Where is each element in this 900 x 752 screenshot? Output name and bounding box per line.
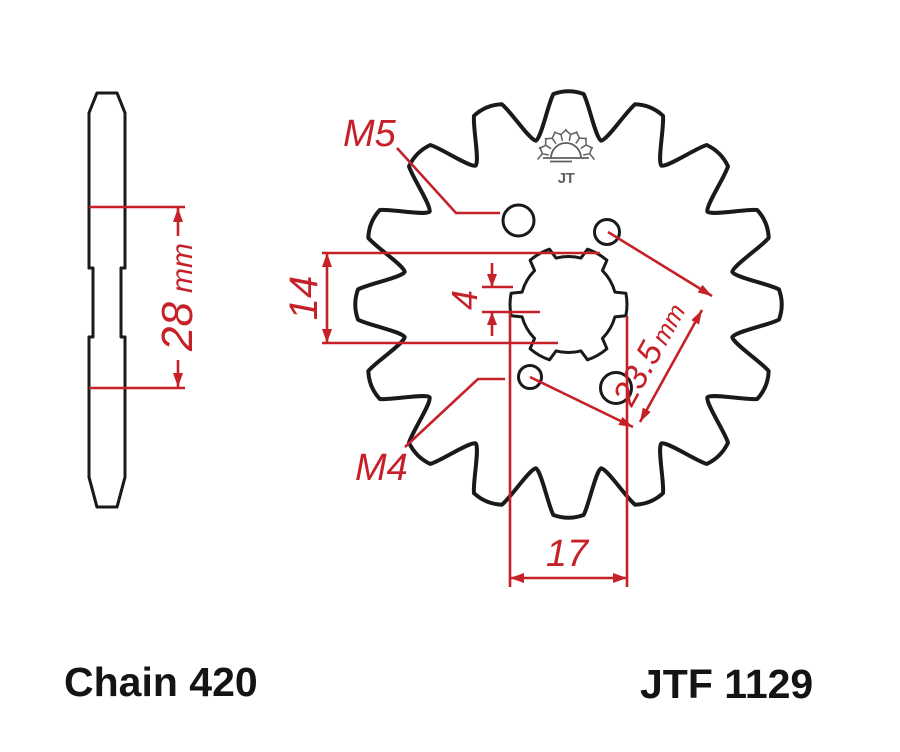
- dimensions: 28mm M5 14 4: [89, 113, 713, 587]
- bore-value: 14: [282, 276, 326, 321]
- dimension-m4: M4: [355, 377, 505, 489]
- bolt-hole-m5-bottom-right: [599, 371, 633, 405]
- m5-label: M5: [343, 113, 397, 155]
- sun-rays-icon: [536, 128, 596, 160]
- bolt-hole-m4-top-right: [593, 218, 621, 246]
- spline-od-value: 17: [546, 533, 590, 575]
- dimension-spline-groove: 4: [444, 263, 540, 336]
- dimension-spline-od: 17: [508, 313, 629, 587]
- logo-monogram: JT: [558, 170, 575, 187]
- spline-groove-value: 4: [444, 290, 485, 310]
- hub-width-value: 28mm: [153, 243, 202, 352]
- spline-bore: [508, 247, 629, 362]
- side-view: [87, 91, 127, 509]
- m4-label: M4: [355, 447, 408, 489]
- front-view: JT: [353, 89, 784, 520]
- dimension-bore: 14: [282, 251, 600, 345]
- dimension-m5: M5: [343, 113, 500, 215]
- bolt-hole-m5-top-left: [501, 203, 536, 238]
- part-number: JTF 1129: [640, 661, 813, 707]
- dimension-hub-width: 28mm: [89, 205, 202, 390]
- chain-size-label: Chain 420: [64, 659, 258, 705]
- jt-logo: JT: [536, 128, 596, 187]
- sun-arc-icon: [550, 142, 582, 159]
